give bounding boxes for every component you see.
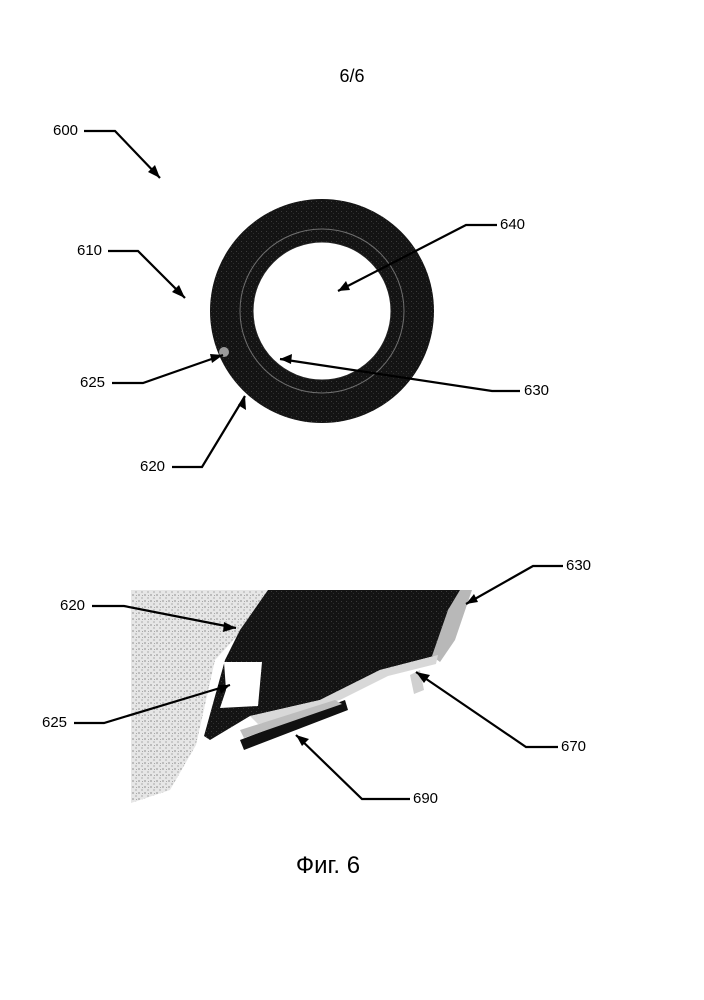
ref-625-section-label: 625 (42, 715, 67, 731)
ref-670-label: 670 (561, 739, 586, 755)
ref-630-top-label: 630 (524, 383, 549, 399)
ref-640-label: 640 (500, 217, 525, 233)
ref-620-top-label: 620 (140, 459, 165, 475)
ref-620-section-label: 620 (60, 598, 85, 614)
cross-section-view (131, 590, 472, 803)
ref-630-section-label: 630 (566, 558, 591, 574)
ref-610-label: 610 (77, 243, 102, 259)
ref-600-label: 600 (53, 123, 78, 139)
figure-caption: Фиг. 6 (0, 852, 656, 880)
ring-top-view (210, 199, 434, 423)
ref-625-top-label: 625 (80, 375, 105, 391)
ref-690-label: 690 (413, 791, 438, 807)
